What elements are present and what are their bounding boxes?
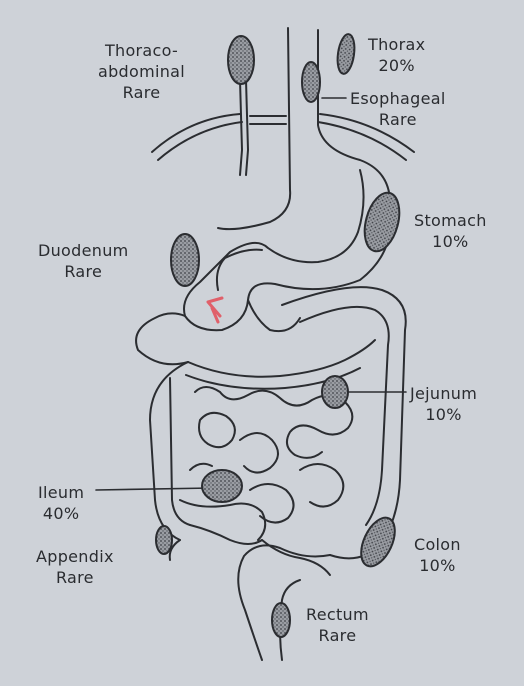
cyst-esophageal	[301, 61, 321, 103]
label-line: 40%	[42, 504, 80, 523]
diaphragm-gap	[249, 115, 287, 125]
label-line: 10%	[425, 405, 462, 424]
small-intestine-loop-5	[189, 462, 213, 471]
cyst-ileum	[201, 469, 243, 503]
label-thorax: Thorax 20%	[368, 34, 425, 76]
leader-thoracoabdominal	[239, 79, 243, 176]
label-line: Ileum	[38, 483, 85, 502]
cyst-appendix	[155, 525, 173, 555]
cyst-stomach	[363, 191, 401, 253]
cyst-thorax	[336, 33, 356, 75]
label-line: Rare	[318, 626, 357, 645]
cyst-rectum	[271, 602, 291, 638]
colon-inner	[299, 305, 390, 526]
esophagus-right-wall	[317, 29, 392, 209]
label-colon: Colon 10%	[414, 534, 461, 576]
diaphragm-right	[319, 113, 415, 153]
appendix	[168, 539, 181, 561]
cecum	[189, 524, 263, 545]
small-intestine-loop-3	[299, 463, 345, 508]
label-line: Esophageal	[350, 89, 446, 108]
cyst-colon	[360, 516, 396, 568]
stomach	[183, 169, 392, 332]
label-line: abdominal	[98, 62, 186, 81]
label-line: Rectum	[306, 605, 369, 624]
sigmoid	[237, 544, 331, 661]
label-line: Appendix	[36, 547, 114, 566]
small-intestine-loop-1	[198, 411, 236, 449]
duodenum	[135, 312, 189, 366]
label-line: Colon	[414, 535, 461, 554]
label-line: Stomach	[414, 211, 487, 230]
small-intestine-loop-2	[239, 432, 279, 474]
label-esophageal: Esophageal Rare	[350, 88, 446, 130]
cyst-thoracoabdominal	[227, 35, 255, 85]
diaphragm-right-inner	[317, 121, 407, 161]
diaphragm-left-inner	[157, 121, 243, 161]
cyst-duodenum	[170, 233, 200, 287]
colon-left-inner	[169, 377, 191, 526]
label-line: 20%	[378, 56, 415, 75]
label-line: Rare	[64, 262, 103, 281]
ileum-path	[179, 499, 267, 541]
label-appendix: Appendix Rare	[36, 546, 114, 588]
colon-left-outer	[149, 361, 189, 541]
label-stomach: Stomach 10%	[414, 210, 487, 252]
label-jejunum: Jejunum 10%	[410, 383, 477, 425]
esophagus	[217, 27, 292, 231]
label-line: Rare	[55, 568, 94, 587]
label-line: Jejunum	[410, 384, 478, 403]
label-thoracoabdominal: Thoraco- abdominal Rare	[98, 40, 185, 103]
label-line: Thorax	[368, 35, 426, 54]
label-line: Rare	[378, 110, 417, 129]
diaphragm-left	[151, 113, 241, 153]
label-rectum: Rectum Rare	[306, 604, 369, 646]
label-line: Thoraco-	[104, 41, 179, 60]
label-duodenum: Duodenum Rare	[38, 240, 129, 282]
label-ileum: Ileum 40%	[38, 482, 84, 524]
label-line: Duodenum	[38, 241, 129, 260]
label-line: Rare	[122, 83, 161, 102]
stomach-inner	[215, 248, 263, 291]
leader-thoracoabdominal-2	[245, 79, 249, 176]
label-line: 10%	[419, 556, 456, 575]
small-intestine-loop-4	[249, 483, 295, 524]
transverse-colon	[187, 339, 376, 378]
rectum	[261, 539, 331, 576]
leader-ileum	[95, 487, 213, 491]
label-line: 10%	[432, 232, 469, 251]
cursor-arrow-icon	[206, 296, 224, 324]
pylorus	[247, 299, 301, 333]
rectum-inner	[279, 579, 301, 661]
cyst-jejunum	[321, 375, 349, 409]
